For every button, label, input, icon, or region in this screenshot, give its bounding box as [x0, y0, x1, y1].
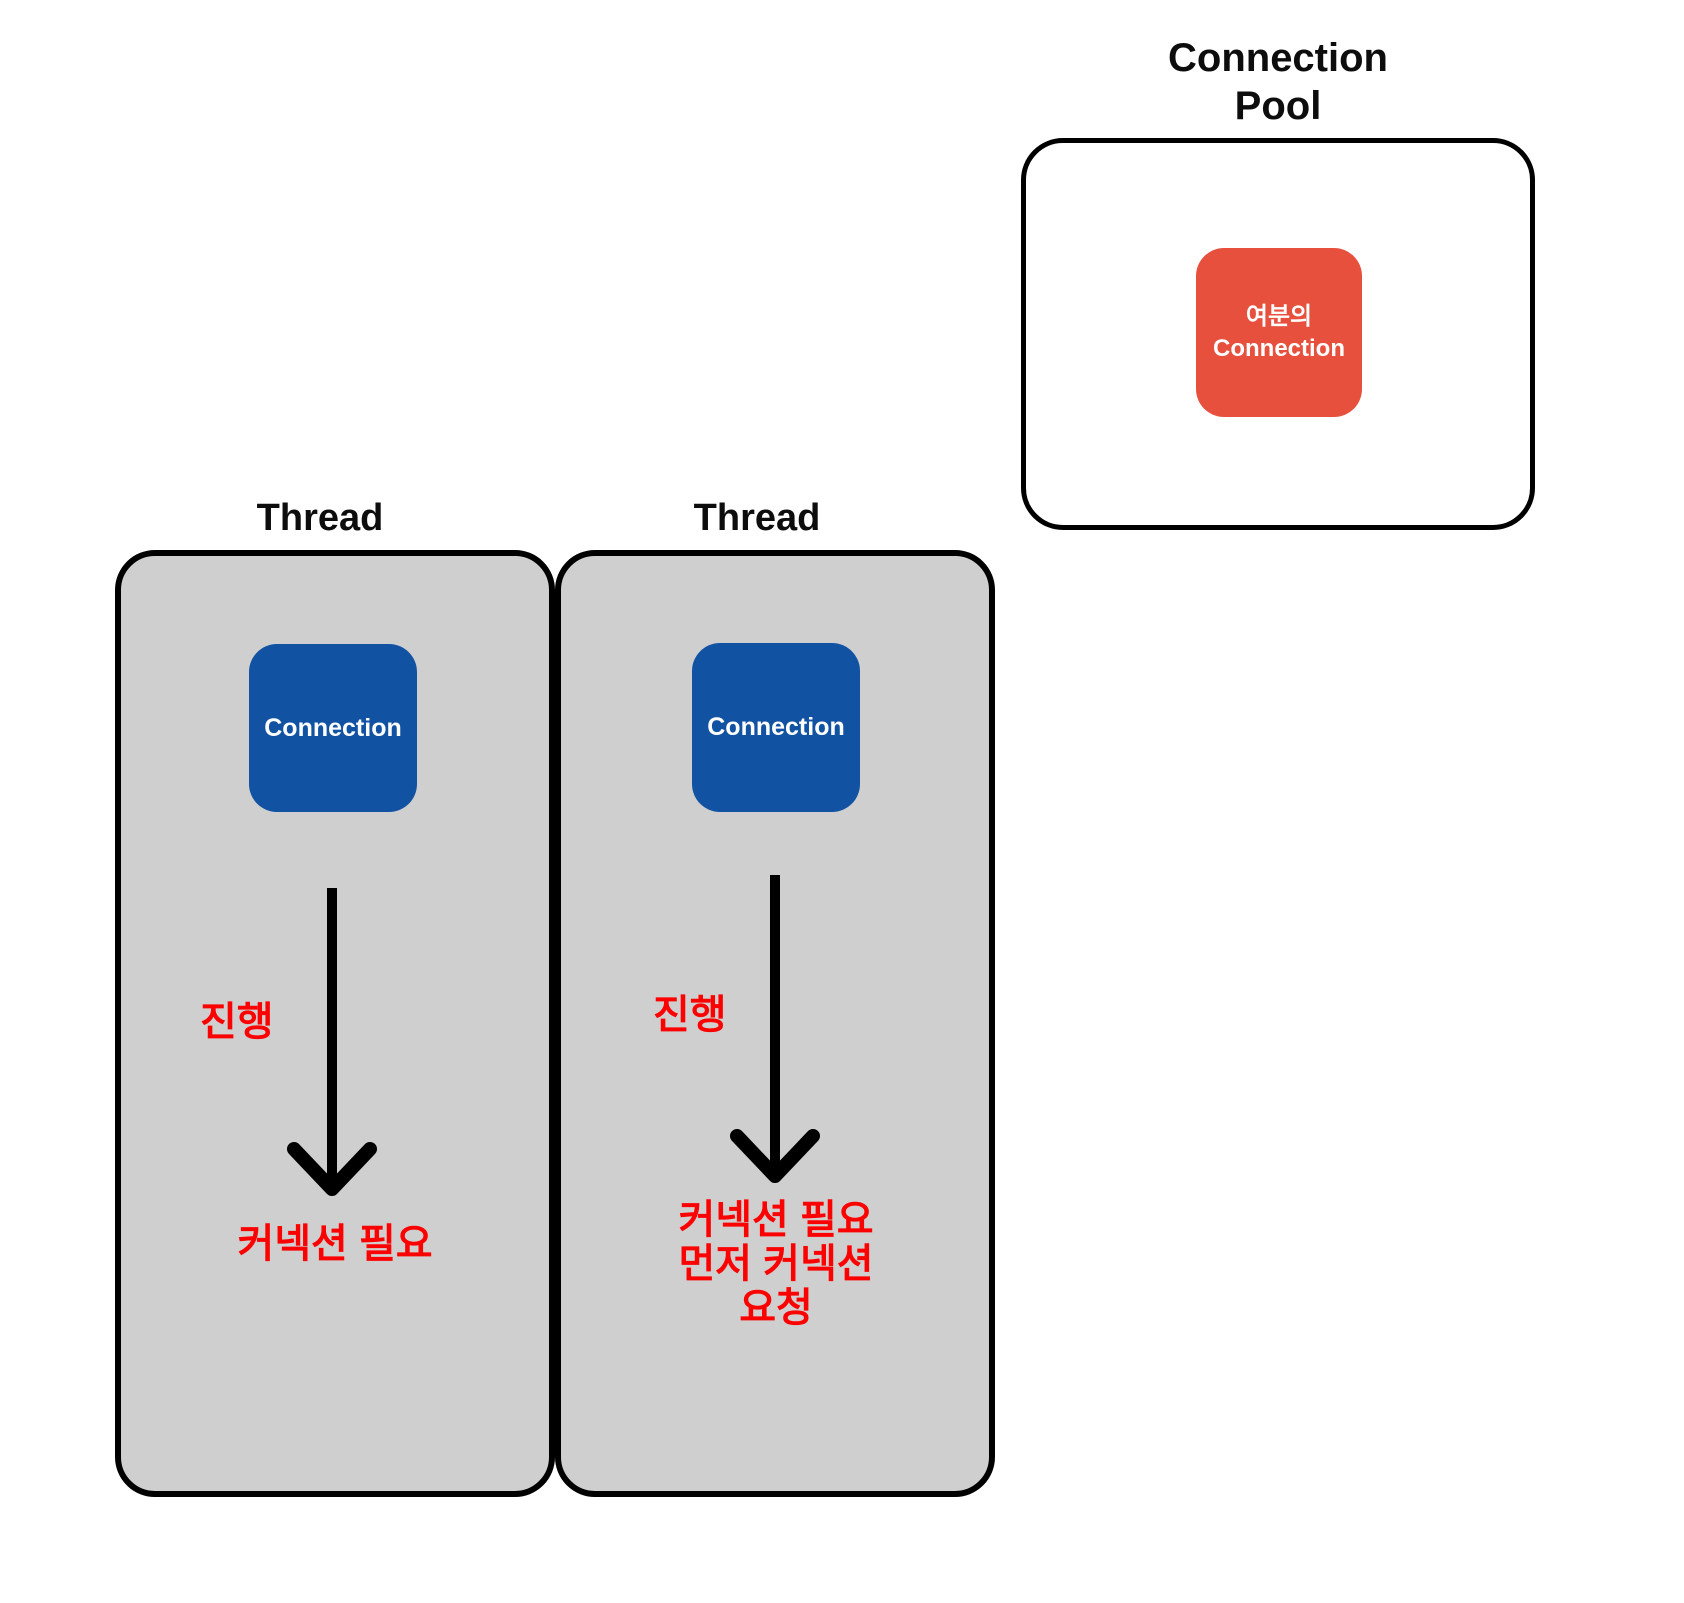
thread-2-connection-label: Connection	[707, 713, 845, 741]
thread-1-progress-label: 진행	[200, 1000, 274, 1044]
thread-1-title: Thread	[256, 497, 384, 539]
thread-1-status-text: 커넥션 필요	[135, 1222, 535, 1266]
thread-1-connection-node: Connection	[249, 644, 417, 812]
thread-1-down-arrow-icon	[272, 883, 392, 1198]
thread-2-status-text: 커넥션 필요 먼저 커넥션 요청	[556, 1198, 996, 1330]
spare-connection-label: 여분의 Connection	[1213, 301, 1345, 365]
thread-2-down-arrow-icon	[715, 870, 835, 1185]
thread-2-status-line2: 먼저 커넥션	[678, 1242, 874, 1286]
connection-pool-title-line2: Pool	[1234, 84, 1322, 128]
thread-2-progress-label: 진행	[653, 993, 727, 1037]
spare-connection-label-line2: Connection	[1213, 334, 1345, 362]
spare-connection-node: 여분의 Connection	[1196, 248, 1362, 417]
thread-1-connection-label: Connection	[264, 713, 402, 742]
thread-2-connection-node: Connection	[692, 643, 860, 812]
thread-2-title: Thread	[693, 497, 821, 539]
spare-connection-label-line1: 여분의	[1245, 302, 1313, 330]
thread-2-status-line1: 커넥션 필요	[678, 1198, 874, 1242]
connection-pool-title-line1: Connection	[1168, 36, 1388, 80]
thread-1-status-line1: 커넥션 필요	[237, 1222, 433, 1266]
thread-2-status-line3: 요청	[739, 1286, 813, 1330]
connection-pool-title: Connection Pool	[1078, 34, 1478, 130]
